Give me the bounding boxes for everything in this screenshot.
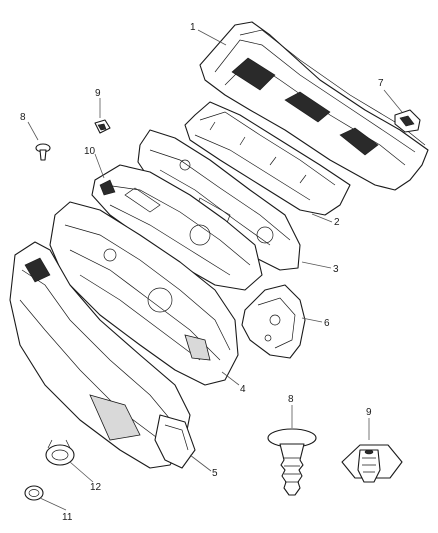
callout-12: 12	[90, 482, 102, 493]
callout-8-detail: 8	[288, 394, 294, 405]
part-2-plenum-panel	[184, 101, 351, 216]
part-5-dash-silencer	[9, 241, 196, 469]
callout-9-detail: 9	[366, 407, 372, 418]
part-8-push-pin-detail	[267, 428, 317, 496]
part-12-grommet	[45, 439, 75, 466]
part-6-side-bracket	[241, 284, 306, 359]
part-9-clip-detail	[341, 444, 403, 483]
callout-11: 11	[62, 512, 73, 523]
part-11-plug	[24, 485, 44, 501]
callout-3: 3	[333, 264, 339, 275]
part-1-cowl-panel	[199, 21, 429, 191]
callout-8: 8	[20, 112, 26, 123]
callout-6: 6	[324, 318, 330, 329]
callout-5: 5	[212, 468, 218, 479]
callout-7: 7	[378, 78, 384, 89]
callout-1: 1	[190, 22, 196, 33]
part-9-clip-small	[94, 119, 111, 134]
leader-lines	[27, 29, 403, 511]
part-8-push-pin-small	[35, 143, 51, 161]
part-7-bracket	[394, 109, 421, 133]
callout-10: 10	[84, 146, 96, 157]
part-10-dash-panel	[91, 164, 263, 291]
callout-9: 9	[95, 88, 101, 99]
callout-2: 2	[334, 217, 340, 228]
callout-4: 4	[240, 384, 246, 395]
part-4-dash-panel-lower	[49, 201, 239, 386]
